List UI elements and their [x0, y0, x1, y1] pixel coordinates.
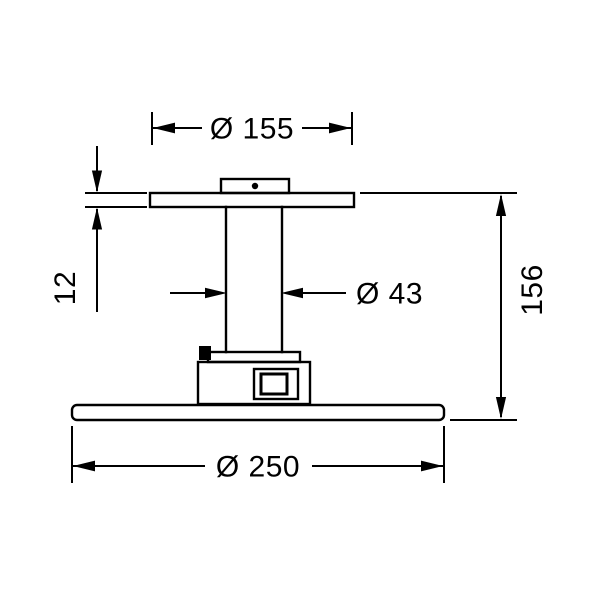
ceiling-plate: [148, 191, 356, 209]
arrowhead-down-icon: [495, 397, 507, 419]
total-height-dimension: 156: [360, 192, 549, 421]
block-step: [206, 350, 302, 364]
arrowhead-down-icon: [91, 170, 103, 193]
arrowhead-left-icon: [153, 122, 175, 134]
head-diameter-label: Ø 250: [216, 451, 300, 484]
pipe-diameter-label: Ø 43: [356, 278, 423, 311]
connector-screw-dot: [251, 182, 259, 190]
arrowhead-right-icon: [421, 460, 443, 472]
connector-block: [196, 346, 312, 406]
block-clip-detail: [199, 346, 211, 360]
supply-pipe: [224, 205, 284, 354]
ceiling-plate-group: [148, 177, 356, 209]
arrowhead-up-icon: [495, 194, 507, 216]
arrowhead-left-icon: [73, 460, 95, 472]
shower-head-plate: [70, 403, 446, 422]
block-inner-housing: [252, 367, 300, 401]
plate-thickness-dimension: 12: [49, 146, 147, 312]
top-diameter-dimension: Ø 155: [151, 112, 353, 146]
arrowhead-up-icon: [91, 207, 103, 230]
top-diameter-label: Ø 155: [210, 113, 294, 146]
arrowhead-right-icon: [205, 287, 227, 299]
arrowhead-left-icon: [281, 287, 303, 299]
pipe-diameter-dimension: Ø 43: [170, 278, 423, 311]
total-height-label: 156: [516, 264, 549, 316]
block-inner-square: [259, 372, 289, 396]
arrowhead-right-icon: [329, 122, 351, 134]
plate-thickness-label: 12: [49, 271, 82, 305]
head-diameter-dimension: Ø 250: [71, 426, 445, 484]
